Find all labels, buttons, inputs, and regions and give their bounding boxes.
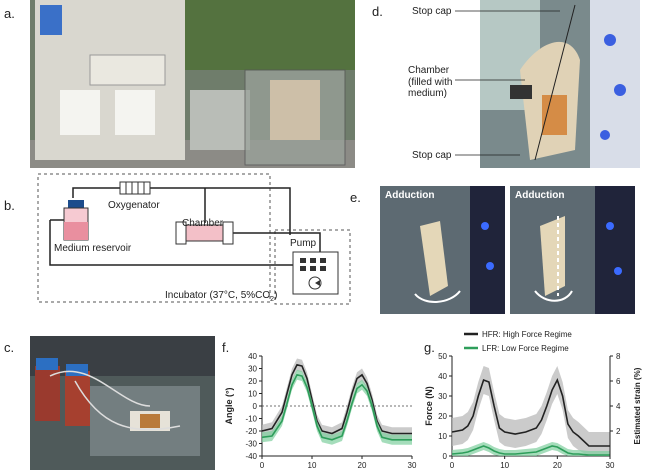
y-tick-label: 0: [443, 452, 448, 461]
label-oxygenator: Oxygenator: [108, 200, 160, 211]
legend-entry: HFR: High Force Regime: [482, 330, 572, 339]
incubator-boundary: [37, 173, 271, 303]
y-tick-label: -20: [245, 427, 257, 436]
flow-diagram: [30, 170, 355, 310]
pump-boundary: [274, 229, 351, 305]
photo-bioreactor-tubing: [30, 336, 215, 470]
label-pump: Pump: [290, 238, 317, 249]
photo-adduction-right: [510, 186, 635, 314]
y-tick-label: -40: [245, 452, 257, 461]
x-tick-label: 0: [260, 461, 265, 470]
y-axis-label: Angle (°): [224, 387, 234, 424]
chamber-d-line1: Chamber: [408, 65, 450, 76]
panel-label-b: b.: [4, 198, 15, 213]
photo-adduction-left: [380, 186, 505, 314]
panel-label-d: d.: [372, 4, 383, 19]
label-chamber: Chamber: [182, 218, 224, 229]
y2-tick-label: 4: [616, 402, 621, 411]
x-tick-label: 10: [308, 461, 317, 470]
photo-robot-chamber: [480, 0, 640, 168]
panel-label-g: g.: [424, 340, 435, 355]
panel-label-c: c.: [4, 340, 15, 355]
y-tick-label: -10: [245, 415, 257, 424]
y-tick-label: 20: [438, 412, 447, 421]
chart-force: 50 40 30 20 10 00 10 20 30 Force (N) 8 6 4 2 Estimated…: [424, 330, 642, 470]
legend-entry: LFR: Low Force Regime: [482, 344, 569, 353]
y-axis-label: Force (N): [424, 386, 434, 426]
series-band-green: [262, 369, 412, 445]
panel-label-f: f.: [222, 340, 230, 355]
series-band-black: [452, 366, 610, 456]
y-tick-label: 30: [438, 392, 447, 401]
y2-tick-label: 6: [616, 377, 621, 386]
x-tick-label: 10: [500, 461, 509, 470]
y-tick-label: 20: [248, 377, 257, 386]
y2-tick-label: 8: [616, 352, 621, 361]
incubator-text: Incubator (37°C, 5%CO: [165, 290, 271, 301]
label-medium-reservoir: Medium reservoir: [54, 243, 132, 254]
panel-label-e: e.: [350, 190, 361, 205]
x-tick-label: 30: [606, 461, 615, 470]
label-chamber-d: Chamber (filled with medium): [408, 65, 452, 100]
y-tick-label: 30: [248, 365, 257, 374]
label-adduction-left: Adduction: [385, 190, 435, 201]
y-tick-label: 50: [438, 352, 447, 361]
y2-tick-label: 2: [616, 427, 621, 436]
incubator-subscript: 2: [270, 296, 275, 303]
series-line-green: [451, 445, 610, 456]
y-tick-label: 10: [248, 390, 257, 399]
label-stop-cap-bottom: Stop cap: [412, 150, 452, 161]
x-tick-label: 30: [408, 461, 417, 470]
y-tick-label: -30: [245, 440, 257, 449]
series-line-green: [261, 373, 412, 441]
label-incubator: Incubator (37°C, 5%CO2): [165, 290, 277, 304]
x-tick-label: 20: [553, 461, 562, 470]
chamber-d-line2: (filled with: [408, 76, 453, 88]
label-stop-cap-top: Stop cap: [412, 6, 452, 17]
photo-incubator-setup: [30, 0, 355, 168]
oxygenator: [119, 181, 151, 195]
series-line-black: [451, 377, 610, 447]
incubator-text-end: ): [274, 290, 278, 301]
x-tick-label: 20: [358, 461, 367, 470]
label-adduction-right: Adduction: [515, 190, 565, 201]
y-tick-label: 40: [248, 352, 257, 361]
chamber-d-line3: medium): [408, 88, 447, 99]
y2-axis-label: Estimated strain (%): [633, 367, 642, 444]
y-tick-label: 10: [438, 432, 447, 441]
series-line-black: [261, 363, 412, 435]
reservoir-cap: [68, 200, 84, 208]
series-band-black: [262, 358, 412, 440]
x-tick-label: 0: [450, 461, 455, 470]
y-tick-label: 0: [253, 402, 258, 411]
y-tick-label: 40: [438, 372, 447, 381]
series-band-green: [452, 442, 610, 456]
panel-label-a: a.: [4, 6, 15, 21]
